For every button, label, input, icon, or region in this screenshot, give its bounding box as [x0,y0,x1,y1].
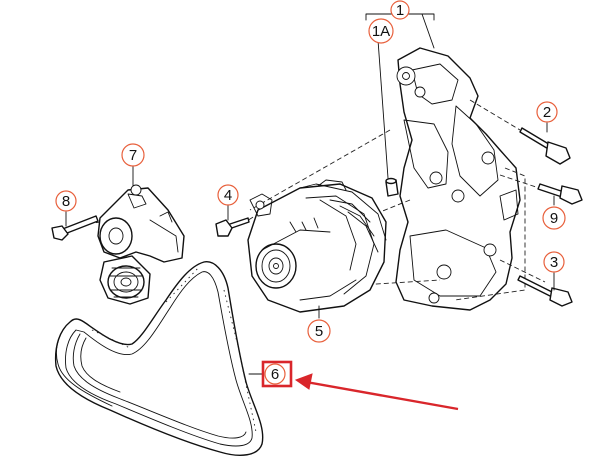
bolt-8 [51,215,99,241]
spacer-sleeve [385,177,399,197]
callout-1a: 1A [368,18,394,44]
callout-4: 4 [217,184,239,206]
callout-4-label: 4 [224,187,232,204]
callout-2-label: 2 [543,104,551,121]
ribbed-v-belt [54,261,264,456]
callout-5-label: 5 [315,323,323,340]
callout-8-label: 8 [62,193,70,210]
highlight-box [261,360,293,388]
callout-7: 7 [121,143,145,167]
callout-1a-label: 1A [372,23,390,40]
highlight-arrow-head [294,373,313,390]
callout-3: 3 [543,251,565,273]
highlight-arrow-shaft [305,380,459,411]
leader-lines [65,9,555,375]
callout-7-label: 7 [129,147,137,164]
bolt-9 [537,183,583,205]
callout-6: 6 [264,363,286,385]
highlight-annotation [261,360,459,411]
callout-3-label: 3 [550,254,558,271]
callout-8: 8 [55,190,77,212]
bolt-4 [215,217,250,237]
bolt-3 [517,275,573,307]
callout-9-label: 9 [550,210,558,227]
callout-2: 2 [536,101,558,123]
callout-1-label: 1 [396,2,404,19]
callout-9: 9 [542,206,566,230]
callout-1: 1 [390,0,410,20]
callout-6-label: 6 [271,366,279,383]
bolt-2 [519,127,571,165]
belt-tensioner [97,184,185,305]
callout-5: 5 [307,319,331,343]
alternator [247,179,387,313]
mounting-bracket [395,47,521,311]
